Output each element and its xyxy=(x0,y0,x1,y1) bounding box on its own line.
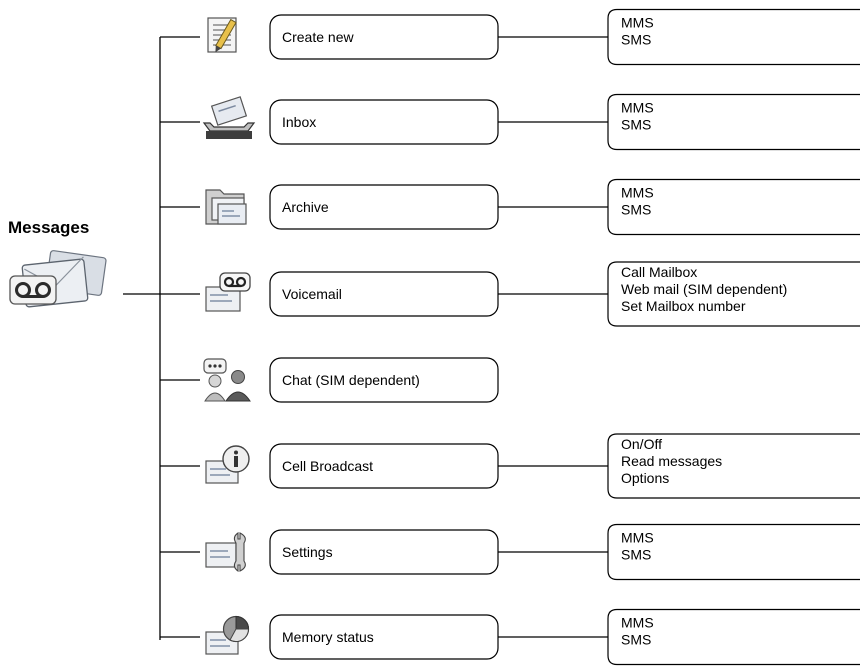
menu-node-label: Create new xyxy=(282,29,354,45)
submenu-option[interactable]: MMS xyxy=(621,185,654,201)
options-box xyxy=(607,433,860,499)
submenu-option[interactable]: SMS xyxy=(621,117,651,133)
menu-node-box[interactable] xyxy=(269,357,499,403)
submenu-option[interactable]: MMS xyxy=(621,15,654,31)
settings-wrench-icon xyxy=(205,531,246,573)
inbox-tray-icon xyxy=(202,96,256,139)
root-title: Messages xyxy=(8,218,89,237)
options-box xyxy=(607,261,860,327)
submenu-option[interactable]: Set Mailbox number xyxy=(621,298,746,314)
options-box xyxy=(607,608,860,666)
submenu-option[interactable]: MMS xyxy=(621,530,654,546)
options-box xyxy=(607,178,860,236)
submenu-option[interactable]: On/Off xyxy=(621,436,662,452)
options-box xyxy=(607,93,860,151)
archive-folder-icon xyxy=(205,189,247,225)
menu-node-chat-sim-dependent[interactable]: Chat (SIM dependent) xyxy=(160,357,499,403)
menu-node-label: Voicemail xyxy=(282,286,342,302)
menu-nodes: Create newMMSSMSInboxMMSSMSArchiveMMSSMS… xyxy=(160,8,860,666)
menu-node-label: Archive xyxy=(282,199,329,215)
submenu-option[interactable]: MMS xyxy=(621,100,654,116)
info-broadcast-icon xyxy=(205,445,250,484)
menu-node-label: Cell Broadcast xyxy=(282,458,373,474)
root: Messages xyxy=(8,218,107,308)
submenu-option[interactable]: Web mail (SIM dependent) xyxy=(621,281,787,297)
submenu-option[interactable]: SMS xyxy=(621,202,651,218)
menu-node-label: Settings xyxy=(282,544,333,560)
options-box xyxy=(607,8,860,66)
chat-people-icon xyxy=(203,358,251,402)
menu-node-label: Memory status xyxy=(282,629,374,645)
submenu-option[interactable]: SMS xyxy=(621,32,651,48)
submenu-option[interactable]: Call Mailbox xyxy=(621,264,697,280)
submenu-option[interactable]: Options xyxy=(621,470,669,486)
menu-node-label: Inbox xyxy=(282,114,316,130)
voicemail-icon xyxy=(205,272,251,312)
submenu-option[interactable]: MMS xyxy=(621,615,654,631)
options-box xyxy=(607,523,860,581)
memory-pie-chart-icon xyxy=(205,615,250,655)
submenu-option[interactable]: SMS xyxy=(621,632,651,648)
menu-node-label: Chat (SIM dependent) xyxy=(282,372,420,388)
messages-icon xyxy=(9,250,107,308)
submenu-option[interactable]: SMS xyxy=(621,547,651,563)
create-new-document-icon xyxy=(207,17,237,53)
submenu-option[interactable]: Read messages xyxy=(621,453,722,469)
